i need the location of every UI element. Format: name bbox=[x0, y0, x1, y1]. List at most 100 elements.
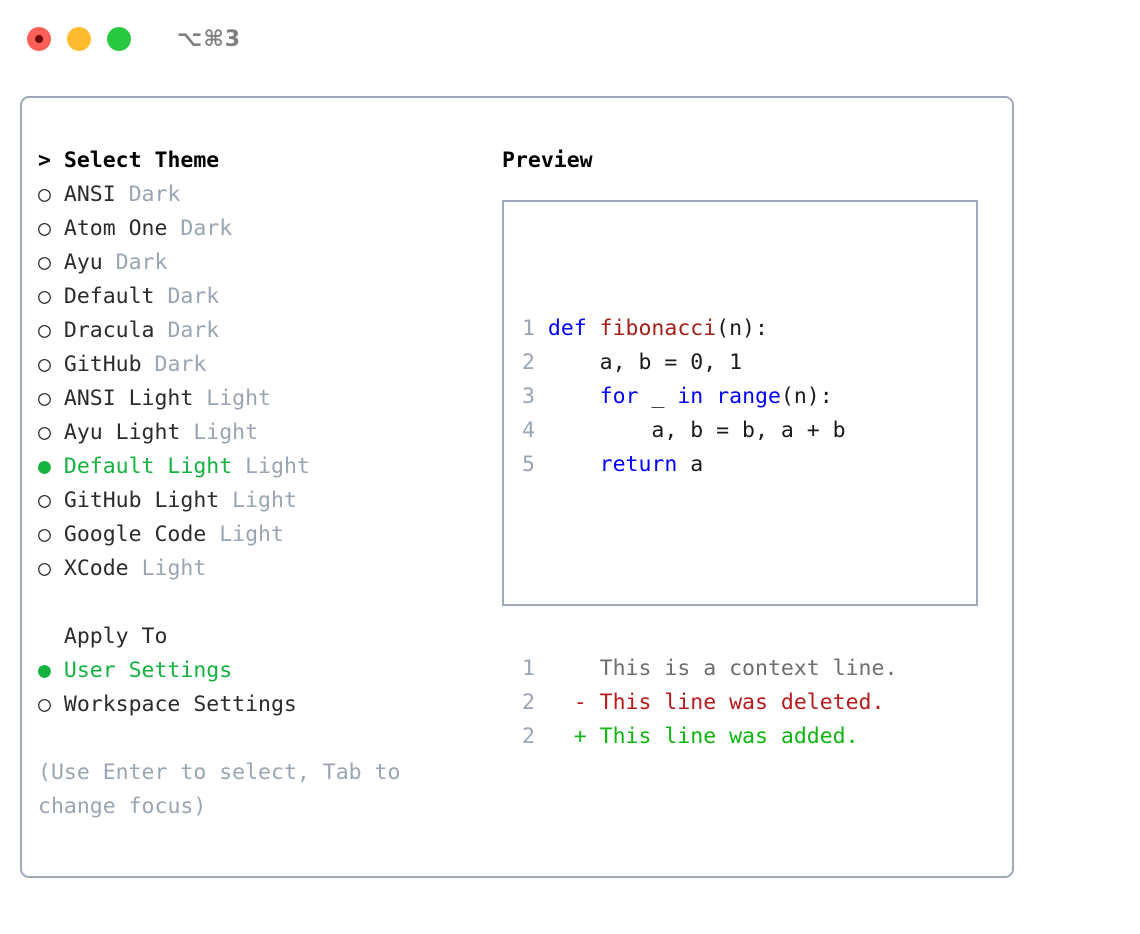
code-token: a, b = b, a + b bbox=[547, 418, 846, 443]
theme-selection-column: > Select Theme ○ANSI Dark○Atom One Dark○… bbox=[38, 144, 478, 824]
code-token bbox=[703, 384, 716, 409]
diff-sign-gap bbox=[587, 724, 600, 749]
maximize-button-icon[interactable] bbox=[107, 27, 131, 51]
code-token: fibonacci bbox=[599, 316, 717, 341]
code-line-number: 4 bbox=[522, 418, 535, 443]
theme-category-label: Light bbox=[193, 420, 259, 445]
radio-unselected-icon[interactable]: ○ bbox=[38, 556, 51, 581]
code-token: range bbox=[716, 384, 781, 409]
apply-to-option-label: Workspace Settings bbox=[63, 692, 297, 717]
theme-row[interactable]: ○ Default Dark bbox=[38, 280, 478, 314]
apply-to-list[interactable]: ●User Settings ○ Workspace Settings bbox=[38, 654, 478, 722]
theme-name-label: Atom One bbox=[63, 216, 168, 241]
apply-to-header-label: Apply To bbox=[63, 624, 168, 649]
theme-category-label: Dark bbox=[167, 284, 220, 309]
theme-name-label: ANSI Light bbox=[63, 386, 194, 411]
minimize-button-icon[interactable] bbox=[67, 27, 91, 51]
keyboard-shortcut-label: ⌥⌘3 bbox=[177, 26, 242, 52]
theme-row[interactable]: ○ ANSI Dark bbox=[38, 178, 478, 212]
theme-row[interactable]: ○ Ayu Dark bbox=[38, 246, 478, 280]
radio-unselected-icon[interactable]: ○ bbox=[38, 284, 51, 309]
theme-name-label: GitHub bbox=[63, 352, 142, 377]
apply-to-option[interactable]: ●User Settings bbox=[38, 654, 478, 688]
apply-to-option[interactable]: ○ Workspace Settings bbox=[38, 688, 478, 722]
diff-line: 2 - This line was deleted. bbox=[522, 686, 897, 720]
theme-name-gap bbox=[142, 352, 155, 377]
window-controls bbox=[27, 27, 131, 51]
apply-to-header-indent bbox=[38, 620, 64, 654]
theme-category-label: Light bbox=[206, 386, 272, 411]
radio-unselected-icon[interactable]: ○ bbox=[38, 352, 51, 377]
theme-name-label: Ayu Light bbox=[63, 420, 181, 445]
theme-category-label: Light bbox=[219, 522, 284, 547]
diff-lines: 1 This is a context line.2 - This line w… bbox=[522, 652, 897, 754]
theme-list[interactable]: ○ ANSI Dark ○ Atom One Dark ○ Ayu Dark ○ Defaul… bbox=[38, 178, 478, 586]
radio-unselected-icon[interactable]: ○ bbox=[38, 488, 51, 513]
radio-unselected-icon[interactable]: ○ bbox=[38, 522, 51, 547]
theme-row[interactable]: ○ Atom One Dark bbox=[38, 212, 478, 246]
theme-row[interactable]: ○XCode Light bbox=[38, 552, 478, 586]
theme-name-gap bbox=[206, 522, 219, 547]
diff-line: 2 + This line was added. bbox=[522, 720, 897, 754]
theme-name-gap bbox=[116, 182, 129, 207]
close-dot-icon bbox=[35, 35, 43, 43]
radio-unselected-icon[interactable]: ○ bbox=[38, 692, 51, 717]
theme-row[interactable]: ○GitHub Light Light bbox=[38, 484, 478, 518]
code-blank-line bbox=[522, 550, 897, 584]
diff-sign: + bbox=[573, 724, 587, 749]
diff-sign-gap bbox=[587, 690, 600, 715]
theme-name-label: Dracula bbox=[63, 318, 155, 343]
preview-title: Preview bbox=[502, 148, 593, 173]
radio-unselected-icon[interactable]: ○ bbox=[38, 318, 51, 343]
code-line: 5 return a bbox=[522, 448, 897, 482]
theme-row[interactable]: ● Default Light Light bbox=[38, 450, 478, 484]
theme-name-gap bbox=[103, 250, 116, 275]
code-line-number: 1 bbox=[522, 316, 535, 341]
theme-name-gap bbox=[154, 284, 167, 309]
theme-category-label: Light bbox=[141, 556, 207, 581]
radio-unselected-icon[interactable]: ○ bbox=[38, 386, 51, 411]
theme-row[interactable]: ○ ANSI Light Light bbox=[38, 382, 478, 416]
theme-row[interactable]: ○ Dracula Dark bbox=[38, 314, 478, 348]
theme-row[interactable]: ○GitHub Dark bbox=[38, 348, 478, 382]
theme-name-label: Ayu bbox=[63, 250, 103, 275]
theme-name-label: Default Light bbox=[63, 454, 233, 479]
code-token bbox=[548, 452, 600, 477]
code-line: 4 a, b = b, a + b bbox=[522, 414, 897, 448]
radio-unselected-icon[interactable]: ○ bbox=[38, 420, 51, 445]
radio-selected-icon[interactable]: ● bbox=[38, 454, 51, 479]
diff-gutter-gap bbox=[548, 656, 574, 681]
theme-name-gap bbox=[167, 216, 180, 241]
theme-row[interactable]: ○ Ayu Light Light bbox=[38, 416, 478, 450]
select-theme-header: > Select Theme bbox=[38, 148, 220, 173]
code-token: (n): bbox=[780, 384, 833, 409]
theme-category-label: Dark bbox=[128, 182, 181, 207]
radio-unselected-icon[interactable]: ○ bbox=[38, 250, 51, 275]
diff-sign-gap bbox=[587, 656, 600, 681]
theme-category-label: Dark bbox=[167, 318, 220, 343]
diff-line-number: 2 bbox=[522, 724, 535, 749]
code-token: def bbox=[547, 316, 600, 341]
theme-category-label: Dark bbox=[115, 250, 168, 275]
theme-name-label: Default bbox=[63, 284, 155, 309]
theme-row[interactable]: ○Google Code Light bbox=[38, 518, 478, 552]
diff-text: This is a context line. bbox=[599, 656, 898, 681]
theme-category-label: Dark bbox=[180, 216, 233, 241]
theme-name-gap bbox=[232, 454, 245, 479]
code-token: _ bbox=[638, 384, 678, 409]
code-line: 2 a, b = 0, 1 bbox=[522, 346, 897, 380]
close-button-icon[interactable] bbox=[27, 27, 51, 51]
theme-name-label: ANSI bbox=[63, 182, 116, 207]
theme-name-gap bbox=[193, 386, 206, 411]
theme-category-label: Light bbox=[245, 454, 310, 479]
radio-unselected-icon[interactable]: ○ bbox=[38, 182, 51, 207]
diff-sign bbox=[574, 656, 587, 681]
diff-line: 1 This is a context line. bbox=[522, 652, 897, 686]
radio-unselected-icon[interactable]: ○ bbox=[38, 216, 51, 241]
code-token bbox=[548, 384, 600, 409]
code-token: (n): bbox=[716, 316, 768, 341]
code-line-number: 5 bbox=[522, 452, 535, 477]
radio-selected-icon[interactable]: ● bbox=[38, 658, 51, 683]
